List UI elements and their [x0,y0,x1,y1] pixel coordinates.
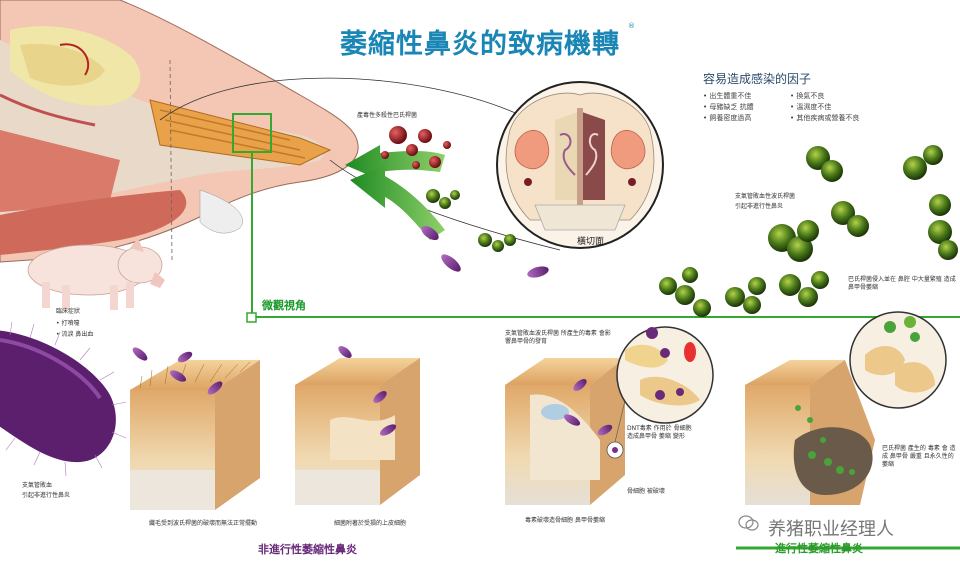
cross-section-label: 橫切面 [577,237,605,247]
big-purple-bacterium [0,321,127,477]
pig-head-section [0,0,359,263]
factor-item: • 其他疾病或營養不良 [790,114,860,122]
factors-title: 容易造成感染的因子 [703,72,812,86]
green-bacteria-right [725,145,958,314]
green-bacteria-mid [426,189,711,317]
stage-3-note: 支氣管敗血波氏桿菌 所產生的毒素 會影響鼻甲骨的發育 [505,330,611,345]
bordetella-note: 支氣管敗血性波氏桿菌 [735,193,796,200]
page-title: 萎縮性鼻炎的致病機轉 [340,29,620,60]
title-mark: ® [628,22,635,30]
signs-title: 臨床症狀 [56,308,81,315]
pasteurella-note: 巴氏桿菌侵入並在 鼻腔 中大量繁殖 造成鼻甲骨萎縮 [848,276,956,291]
cross-section-circle [496,81,664,249]
stage-2-caption: 細菌附著於受損的上皮細胞 [333,520,406,527]
factor-item: • 母豬缺乏 抗體 [703,103,754,111]
tissue-block-3 [505,358,625,505]
factor-item: • 溫濕度不佳 [790,103,832,111]
stage-3-caption: 毒素破壞造骨細胞 鼻甲骨萎縮 [525,517,605,524]
micro-view-label: 微觀視角 [262,299,306,312]
bb-note-sub: 引起非進行性鼻炎 [22,492,71,499]
right-note: 巴氏桿菌 產生的 毒素 會 造成 鼻甲骨 嚴重 且永久性的 萎縮 [882,445,956,468]
stage-3-bottom: 骨細胞 被破壞 [627,488,665,495]
tissue-block-1 [130,347,260,510]
wechat-icon [738,515,759,531]
factor-item: • 飼養密度過高 [703,114,752,122]
zoom-circle-3 [614,326,714,443]
red-bacteria-cluster [381,126,451,169]
stage-1-caption: 纖毛受到波氏桿菌的破壞而無法正常擺動 [148,520,257,527]
toxin-note: 產毒性多殺性巴氏桿菌 [357,112,418,119]
nonprogressive-title: 非進行性萎縮性鼻炎 [258,543,357,556]
signs-item: • 打噴嚏 [56,320,80,327]
zoom-circle-4 [849,311,947,409]
watermark-text: 养猪职业经理人 [768,519,894,540]
bordetella-sub: 引起非進行性鼻炎 [735,203,784,210]
purple-rods-mid [421,225,549,278]
factor-item: • 出生體重不佳 [703,92,752,100]
stage-3-side: DNT毒素 作用於 骨細胞 造成鼻甲骨 萎縮 變形 [627,425,692,440]
tissue-block-2 [295,346,420,505]
tissue-block-4 [745,360,875,505]
progressive-title: 進行性萎縮性鼻炎 [775,542,863,555]
factor-item: • 換氣不良 [790,92,825,100]
signs-item: • 流淚 鼻出血 [56,331,94,338]
piglet [27,238,165,310]
bb-note-title: 支氣管敗血 [22,482,53,489]
